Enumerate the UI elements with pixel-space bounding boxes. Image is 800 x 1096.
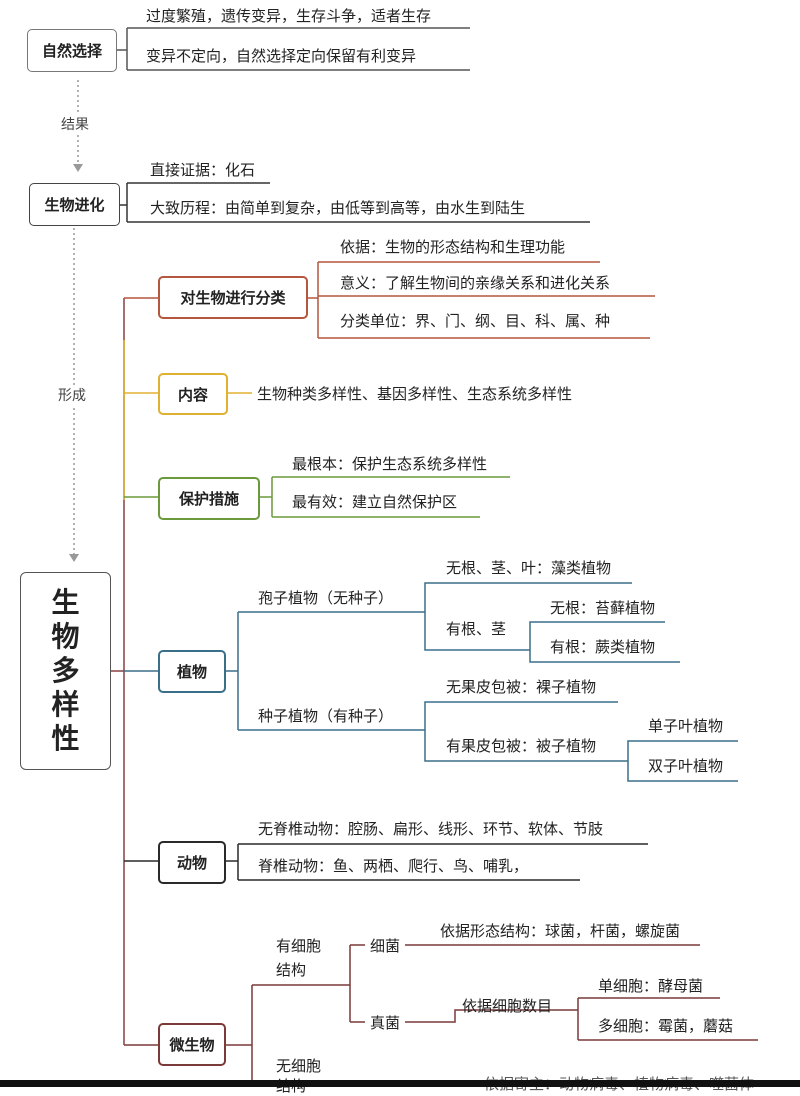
content-text: 生物种类多样性、基因多样性、生态系统多样性 — [257, 385, 573, 403]
form-arrow-head — [69, 554, 79, 562]
evolution-connectors — [119, 182, 590, 223]
cellular-label-line1: 有细胞 — [276, 937, 322, 955]
evolution-item-2: 大致历程：由简单到复杂，由低等到高等，由水生到陆生 — [150, 199, 526, 217]
root-stem-label: 有根、茎 — [446, 620, 507, 638]
fungi-basis-label: 依据细胞数目 — [462, 997, 553, 1015]
unicellular-label: 单细胞：酵母菌 — [598, 977, 704, 995]
evolution-item-1: 直接证据：化石 — [150, 161, 256, 179]
classification-units: 分类单位：界、门、纲、目、科、属、种 — [340, 312, 611, 330]
result-arrow-head — [73, 164, 83, 172]
acellular-label-line1: 无细胞 — [276, 1057, 322, 1075]
form-label: 形成 — [58, 385, 86, 405]
biodiversity-char-1: 生 — [51, 586, 80, 619]
cellular-label-line2: 结构 — [276, 961, 307, 979]
natural-selection-node[interactable]: 自然选择 — [27, 29, 117, 72]
result-label: 结果 — [61, 114, 89, 134]
classification-meaning: 意义：了解生物间的亲缘关系和进化关系 — [340, 274, 611, 292]
classification-basis: 依据：生物的形态结构和生理功能 — [340, 238, 566, 256]
content-node[interactable]: 内容 — [158, 373, 228, 415]
fungi-label: 真菌 — [370, 1014, 401, 1032]
microbes-node[interactable]: 微生物 — [158, 1023, 226, 1066]
protection-node[interactable]: 保护措施 — [158, 477, 260, 520]
biodiversity-char-5: 性 — [51, 722, 80, 755]
dicot-label: 双子叶植物 — [648, 757, 724, 775]
protection-effective: 最有效：建立自然保护区 — [292, 493, 458, 511]
protection-root: 最根本：保护生态系统多样性 — [292, 455, 488, 473]
multicellular-label: 多细胞：霉菌，蘑菇 — [598, 1017, 734, 1035]
invertebrates-label: 无脊椎动物：腔肠、扁形、线形、环节、软体、节肢 — [258, 820, 604, 838]
seed-plants-label: 种子植物（有种子） — [258, 707, 394, 725]
classification-node[interactable]: 对生物进行分类 — [158, 276, 308, 319]
biodiversity-char-2: 物 — [51, 620, 80, 653]
bacteria-label: 细菌 — [370, 937, 401, 955]
natural-selection-item-1: 过度繁殖，遗传变异，生存斗争，适者生存 — [146, 7, 432, 25]
bottom-edge-bar — [0, 1080, 800, 1087]
biodiversity-char-4: 样 — [51, 688, 80, 721]
fern-label: 有根：蕨类植物 — [550, 638, 656, 656]
algae-label: 无根、茎、叶：藻类植物 — [446, 559, 612, 577]
evolution-node[interactable]: 生物进化 — [29, 183, 120, 226]
gymnosperm-label: 无果皮包被：裸子植物 — [446, 678, 597, 696]
plants-node[interactable]: 植物 — [158, 650, 226, 693]
animals-node[interactable]: 动物 — [158, 841, 226, 884]
angiosperm-label: 有果皮包被：被子植物 — [446, 737, 597, 755]
moss-label: 无根：苔藓植物 — [550, 599, 656, 617]
biodiversity-char-3: 多 — [51, 654, 80, 687]
bacteria-basis-label: 依据形态结构：球菌，杆菌，螺旋菌 — [440, 922, 681, 940]
biodiversity-node[interactable]: 生 物 多 样 性 — [20, 572, 111, 770]
monocot-label: 单子叶植物 — [648, 717, 724, 735]
natural-selection-item-2: 变异不定向，自然选择定向保留有利变异 — [146, 47, 417, 65]
vertebrates-label: 脊椎动物：鱼、两栖、爬行、鸟、哺乳， — [258, 857, 529, 875]
natural-selection-connectors — [115, 27, 470, 71]
spore-plants-label: 孢子植物（无种子） — [258, 589, 394, 607]
